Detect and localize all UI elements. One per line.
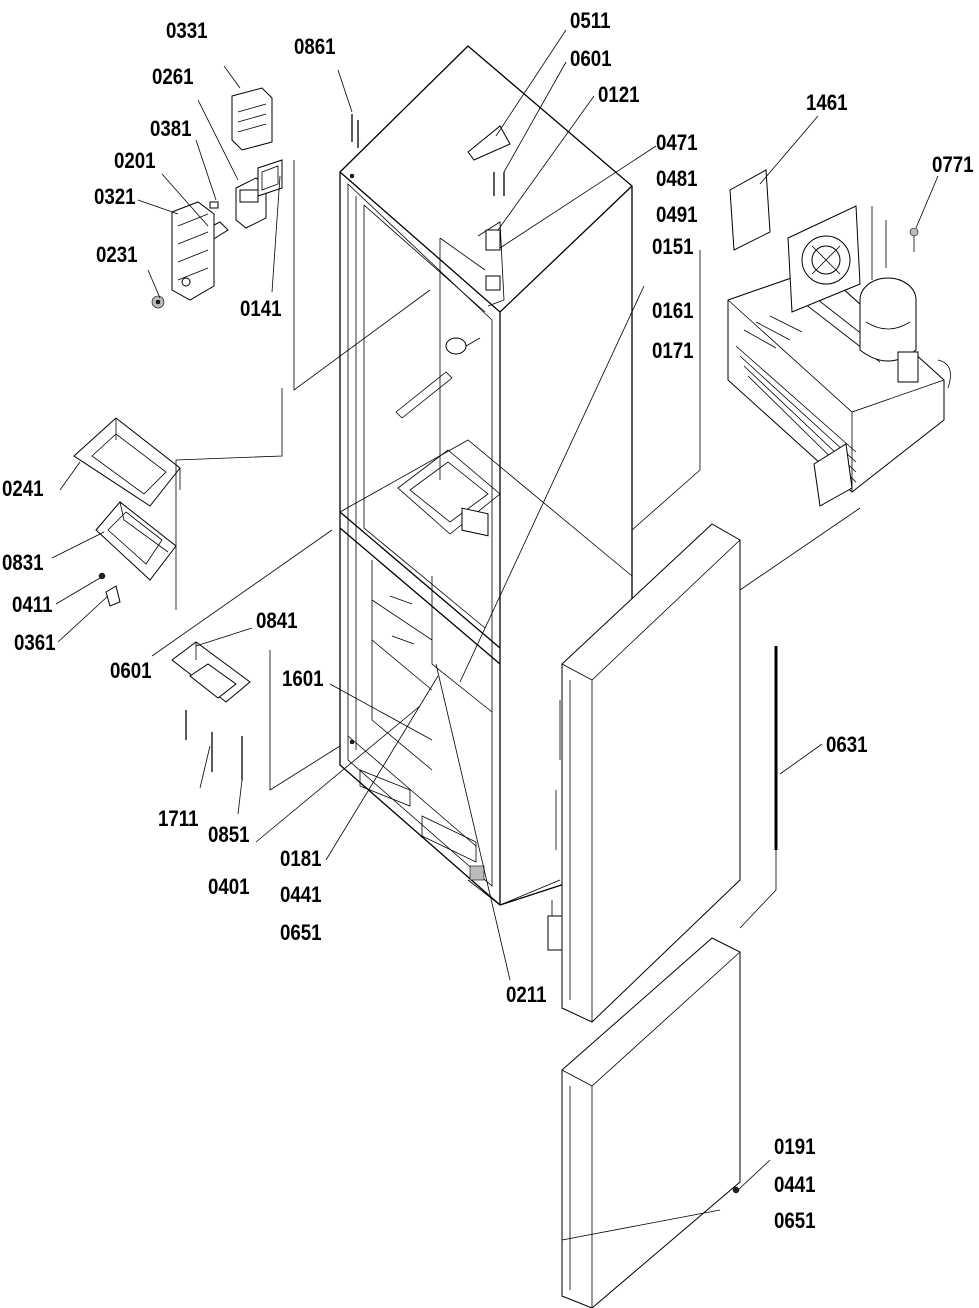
- label-0411: 0411: [12, 594, 53, 618]
- label-0601-left: 0601: [110, 660, 152, 684]
- label-1461: 1461: [806, 92, 848, 116]
- label-0141: 0141: [240, 298, 282, 322]
- label-0471: 0471: [656, 132, 698, 156]
- label-0321: 0321: [94, 186, 136, 210]
- cabinet: [339, 45, 633, 906]
- leader-lines: [51, 29, 939, 1241]
- label-0441-bottom: 0441: [774, 1174, 816, 1198]
- part-labels: 0331 0261 0381 0201 0321 0231 0141 0861 …: [2, 10, 974, 1234]
- top-hinge-parts: [351, 114, 511, 196]
- label-0121: 0121: [598, 84, 640, 108]
- label-0441-mid: 0441: [280, 884, 322, 908]
- control-housing-parts: [151, 87, 283, 309]
- label-1601: 1601: [282, 668, 324, 692]
- label-0361: 0361: [14, 632, 56, 656]
- label-1711: 1711: [158, 808, 199, 832]
- label-0161: 0161: [652, 300, 694, 324]
- label-0401: 0401: [208, 876, 250, 900]
- label-0651-bottom: 0651: [774, 1210, 816, 1234]
- label-0211: 0211: [506, 984, 547, 1008]
- label-0831: 0831: [2, 552, 44, 576]
- label-0171: 0171: [652, 340, 694, 364]
- label-0491: 0491: [656, 204, 698, 228]
- label-0601-top: 0601: [570, 48, 612, 72]
- left-side-parts: [73, 417, 251, 780]
- compressor-assembly: [727, 205, 951, 507]
- freezer-door: [561, 937, 741, 1308]
- label-0381: 0381: [150, 118, 192, 142]
- label-0231: 0231: [96, 244, 138, 268]
- part-1461-cover: [729, 169, 771, 251]
- label-0481: 0481: [656, 168, 698, 192]
- label-0861: 0861: [294, 36, 336, 60]
- label-0631: 0631: [826, 734, 868, 758]
- label-0191: 0191: [774, 1136, 816, 1160]
- label-0841: 0841: [256, 610, 298, 634]
- label-0151: 0151: [652, 236, 694, 260]
- label-0201: 0201: [114, 150, 156, 174]
- label-0331: 0331: [166, 20, 208, 44]
- label-0241: 0241: [2, 478, 44, 502]
- label-0181: 0181: [280, 848, 322, 872]
- label-0851: 0851: [208, 824, 250, 848]
- label-0511: 0511: [570, 10, 611, 34]
- label-0771: 0771: [932, 154, 974, 178]
- label-0261: 0261: [152, 66, 194, 90]
- fridge-door: [547, 523, 741, 1023]
- label-0651-mid: 0651: [280, 922, 322, 946]
